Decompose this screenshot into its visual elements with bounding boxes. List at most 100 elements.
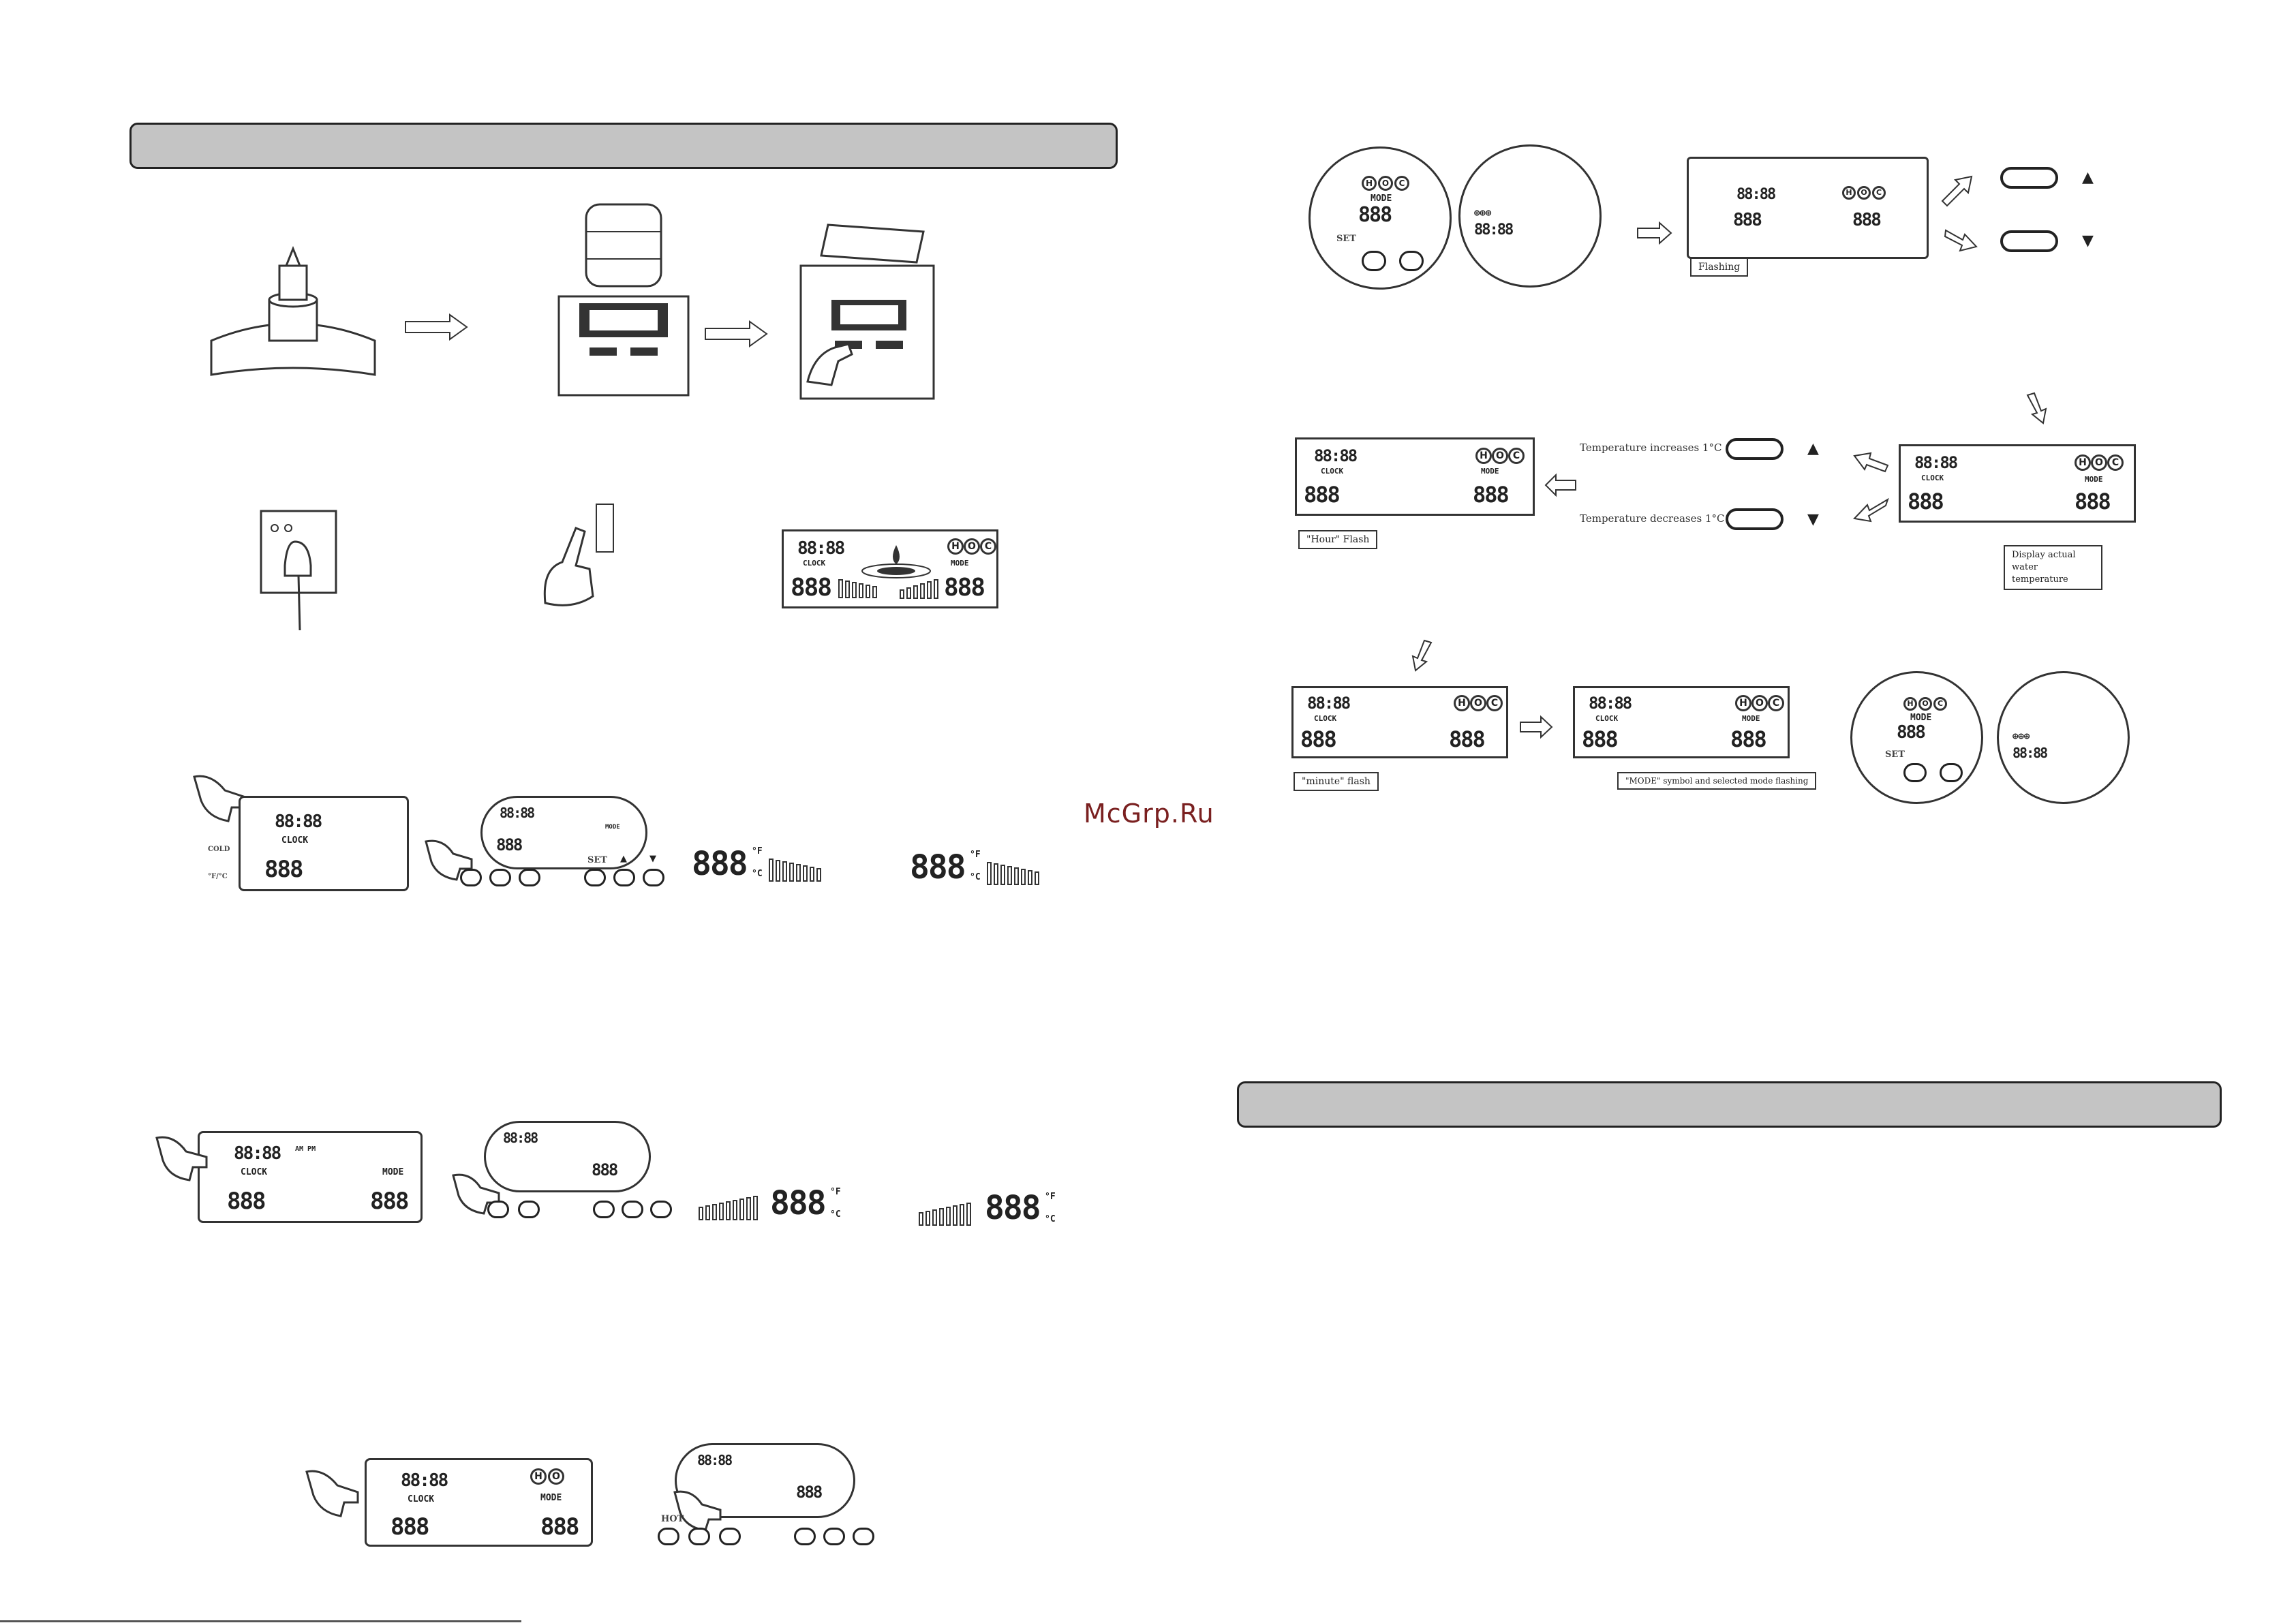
up-button[interactable] bbox=[823, 1528, 845, 1545]
level-bars-b bbox=[987, 862, 1039, 885]
hollow-arrow-up-right-icon bbox=[1941, 175, 1973, 207]
power-socket-illustration bbox=[260, 510, 337, 631]
minute-flash-panel: 88:88 CLOCK 888 888 H O C bbox=[1291, 686, 1508, 758]
unit-f-b: °F bbox=[970, 850, 981, 860]
down-button[interactable] bbox=[643, 869, 664, 886]
hand-press-button-illustration bbox=[543, 504, 614, 606]
hand-pointer-icon bbox=[305, 1470, 359, 1517]
unit-toggle-button[interactable] bbox=[519, 869, 540, 886]
set-button[interactable] bbox=[584, 869, 606, 886]
unit-f-a: °F bbox=[752, 846, 763, 856]
arrow-right-icon bbox=[705, 320, 768, 347]
clock-label: CLOCK bbox=[1321, 467, 1344, 476]
clock-digits: 88:88 bbox=[1736, 186, 1776, 203]
up-button[interactable] bbox=[1399, 251, 1424, 271]
clock-digits: 88:88 bbox=[1914, 453, 1958, 472]
unit-c-a: °C bbox=[752, 869, 763, 879]
mode-o-indicator: O bbox=[1470, 695, 1486, 711]
temp-digits: 888 bbox=[1304, 482, 1341, 508]
up-button[interactable] bbox=[622, 1201, 643, 1218]
cold-button[interactable] bbox=[688, 1528, 710, 1545]
actual-temp-panel: 88:88 CLOCK 888 888 H O C MODE bbox=[1899, 444, 2136, 523]
down-button[interactable] bbox=[650, 1201, 672, 1218]
clock-label: CLOCK bbox=[281, 835, 309, 846]
down-arrow-label: ▼ bbox=[649, 854, 656, 864]
hour-flash-label: "Hour" Flash bbox=[1298, 530, 1378, 549]
unit-toggle-label: °F/°C bbox=[208, 873, 228, 880]
mode-o-indicator: O bbox=[1378, 176, 1393, 191]
temp-digits: 888 bbox=[391, 1513, 429, 1541]
section-header-bar-right bbox=[1237, 1081, 2222, 1128]
up-arrow: ▲ bbox=[1807, 440, 1819, 457]
temp-digits: 888 bbox=[1300, 726, 1337, 752]
mode-h-indicator: H bbox=[530, 1468, 547, 1485]
cold-temp-readout-a: 888 bbox=[692, 845, 748, 883]
cold-temp-readout-b: 888 bbox=[910, 848, 966, 886]
set-closeup-circle-a: H O C MODE 888 SET bbox=[1308, 146, 1452, 290]
unit-f-c: °F bbox=[830, 1187, 841, 1197]
mode-label: MODE bbox=[382, 1167, 404, 1177]
mode-label: MODE bbox=[1742, 714, 1760, 723]
set-button[interactable] bbox=[794, 1528, 816, 1545]
hot-label: HOT bbox=[661, 1514, 684, 1524]
hot-temp-readout-a: 888 bbox=[770, 1184, 827, 1222]
hot-button[interactable] bbox=[487, 1201, 509, 1218]
down-button-large[interactable] bbox=[2000, 230, 2058, 252]
mode-label: MODE bbox=[1481, 467, 1499, 476]
down-button[interactable] bbox=[1940, 763, 1963, 782]
clock-digits: 88:88 bbox=[1589, 694, 1632, 713]
mode-o-indicator: O bbox=[548, 1468, 564, 1485]
down-button[interactable] bbox=[853, 1528, 874, 1545]
temp-digits-right: 888 bbox=[1852, 210, 1882, 230]
clock-label: CLOCK bbox=[1314, 714, 1337, 723]
mode-h-indicator: H bbox=[1475, 448, 1492, 464]
temp-digits: 888 bbox=[796, 1483, 823, 1502]
set-button[interactable] bbox=[1903, 763, 1927, 782]
level-bars-a bbox=[769, 859, 821, 882]
hot-button[interactable] bbox=[658, 1528, 679, 1545]
temp-digits-right: 888 bbox=[1449, 726, 1486, 752]
unit-c-c: °C bbox=[830, 1209, 841, 1220]
up-button-large[interactable] bbox=[2000, 167, 2058, 189]
cold-button[interactable] bbox=[489, 869, 511, 886]
panel-closeup-hot: 88:88 CLOCK 888 COLD °F/°C bbox=[208, 796, 409, 891]
panel-closeup-cold: 88:88 AM PM CLOCK 888 888 MODE HOT bbox=[167, 1131, 423, 1223]
mode-c-indicator: C bbox=[1872, 186, 1886, 200]
unit-toggle-button[interactable] bbox=[719, 1528, 741, 1545]
hot-level-bars bbox=[900, 579, 938, 599]
up-arrow: ▲ bbox=[2082, 169, 2094, 186]
mode-label: MODE bbox=[2085, 475, 2103, 484]
hot-button[interactable] bbox=[460, 869, 482, 886]
panel-oval-hot: 88:88 888 MODE bbox=[480, 796, 647, 869]
cold-temp-digits: 888 bbox=[791, 574, 832, 602]
clock-label: CLOCK bbox=[241, 1167, 268, 1177]
hollow-arrow-right-icon bbox=[1520, 715, 1553, 739]
temp-digits-right: 888 bbox=[1473, 482, 1510, 508]
clock-label: CLOCK bbox=[803, 559, 826, 568]
mode-h-indicator: H bbox=[1454, 695, 1470, 711]
mode-flash-label: "MODE" symbol and selected mode flashing bbox=[1617, 772, 1817, 790]
cold-button[interactable] bbox=[518, 1201, 540, 1218]
mode-o-indicator: O bbox=[1492, 448, 1508, 464]
mode-o-indicator: O bbox=[2091, 454, 2107, 471]
mode-label: MODE bbox=[540, 1493, 562, 1503]
down-arrow: ▼ bbox=[2082, 232, 2094, 249]
mode-label: MODE bbox=[1371, 194, 1392, 204]
set-label: SET bbox=[587, 855, 607, 865]
set-button[interactable] bbox=[593, 1201, 615, 1218]
down-button-large[interactable] bbox=[1726, 508, 1784, 530]
hollow-arrow-left-icon bbox=[1853, 452, 1889, 473]
temp-digits: 888 bbox=[1358, 203, 1392, 227]
section-header-bar-left bbox=[129, 123, 1118, 169]
display-actual-label: Display actual water temperature bbox=[2004, 545, 2102, 590]
mode-o-indicator: O bbox=[964, 538, 980, 555]
flashing-label: Flashing bbox=[1690, 258, 1749, 277]
set-button[interactable] bbox=[1362, 251, 1386, 271]
up-button-large[interactable] bbox=[1726, 438, 1784, 460]
up-button[interactable] bbox=[613, 869, 635, 886]
water-dispenser-illustration bbox=[557, 203, 690, 397]
mode-c-indicator: C bbox=[2107, 454, 2124, 471]
hot-temp-digits: 888 bbox=[944, 574, 985, 602]
mode-h-indicator: H bbox=[1735, 695, 1751, 711]
hollow-arrow-down-right-icon bbox=[2026, 392, 2047, 424]
